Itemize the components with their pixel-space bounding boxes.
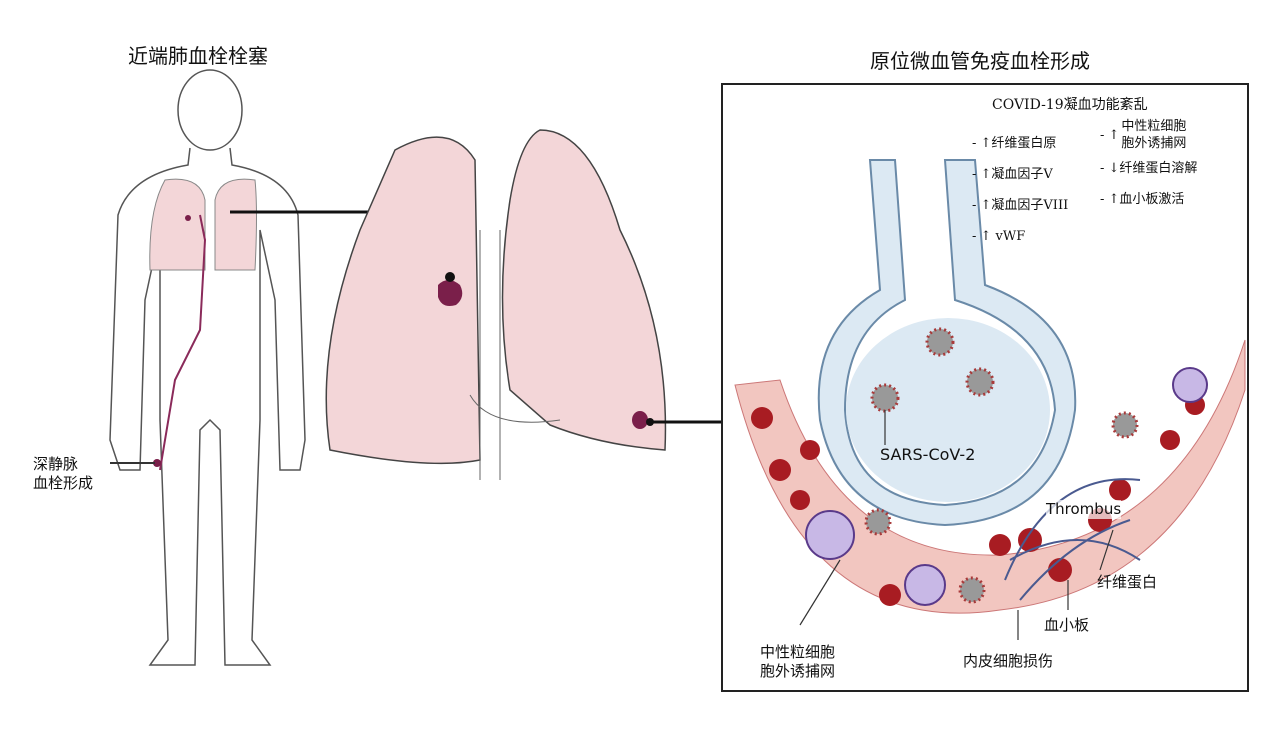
pe-clot <box>185 215 191 221</box>
lung-right <box>325 136 481 465</box>
net-label: 中性粒细胞 胞外诱捕网 <box>760 643 835 681</box>
title-right: 原位微血管免疫血栓形成 <box>870 49 1090 73</box>
list-item: - ↑凝血因子V <box>972 167 1053 182</box>
list-item: - ↑纤维蛋白原 <box>972 136 1057 151</box>
pe-clot-lung <box>438 280 463 306</box>
title-left: 近端肺血栓栓塞 <box>128 44 268 68</box>
arrow: - ↑ <box>1100 127 1120 143</box>
alveolus <box>817 159 1077 527</box>
arrow: - ↓ <box>1100 161 1120 176</box>
micro-clot <box>632 411 648 429</box>
item-text: 中性粒细胞 <box>1121 119 1187 134</box>
fibrin-label: 纤维蛋白 <box>1097 573 1158 591</box>
arrow: - ↑ <box>1100 192 1120 207</box>
box-left-list: - ↑纤维蛋白原 - ↑凝血因子V - ↑凝血因子VIII - ↑ vWF <box>972 128 1068 252</box>
thrombus-label: Thrombus <box>1046 500 1122 519</box>
body-vein <box>159 214 207 471</box>
list-item: - ↑血小板激活 <box>1100 191 1197 208</box>
trachea <box>469 230 561 480</box>
virus-label: SARS-CoV-2 <box>880 445 976 464</box>
list-item: - ↑凝血因子VIII <box>972 198 1069 213</box>
box-heading: COVID-19凝血功能紊乱 <box>992 97 1148 113</box>
lung-left <box>501 129 667 451</box>
item-text: 胞外诱捕网 <box>1121 136 1187 151</box>
net-label-line1: 中性粒细胞 <box>760 643 836 661</box>
platelet-label: 血小板 <box>1044 616 1090 634</box>
dvt-label: 深静脉 血栓形成 <box>33 455 93 493</box>
item-text: 血小板激活 <box>1119 192 1185 207</box>
net-label-line2: 胞外诱捕网 <box>760 662 836 680</box>
box-right-list: - ↑中性粒细胞胞外诱捕网 - ↓纤维蛋白溶解 - ↑血小板激活 <box>1100 118 1197 208</box>
viruses <box>864 327 1139 604</box>
dvt-label-line2: 血栓形成 <box>33 474 94 492</box>
list-item: - ↑中性粒细胞胞外诱捕网 <box>1100 118 1197 152</box>
endothelium-label: 内皮细胞损伤 <box>963 652 1054 670</box>
item-text: 纤维蛋白溶解 <box>1119 161 1198 176</box>
human-body <box>109 69 306 666</box>
dvt-label-line1: 深静脉 <box>33 455 79 473</box>
list-item: - ↓纤维蛋白溶解 <box>1100 160 1197 177</box>
list-item: - ↑ vWF <box>972 229 1026 244</box>
dvt-clot <box>153 459 161 467</box>
body-lungs <box>149 178 257 271</box>
neutrophils <box>805 367 1208 606</box>
